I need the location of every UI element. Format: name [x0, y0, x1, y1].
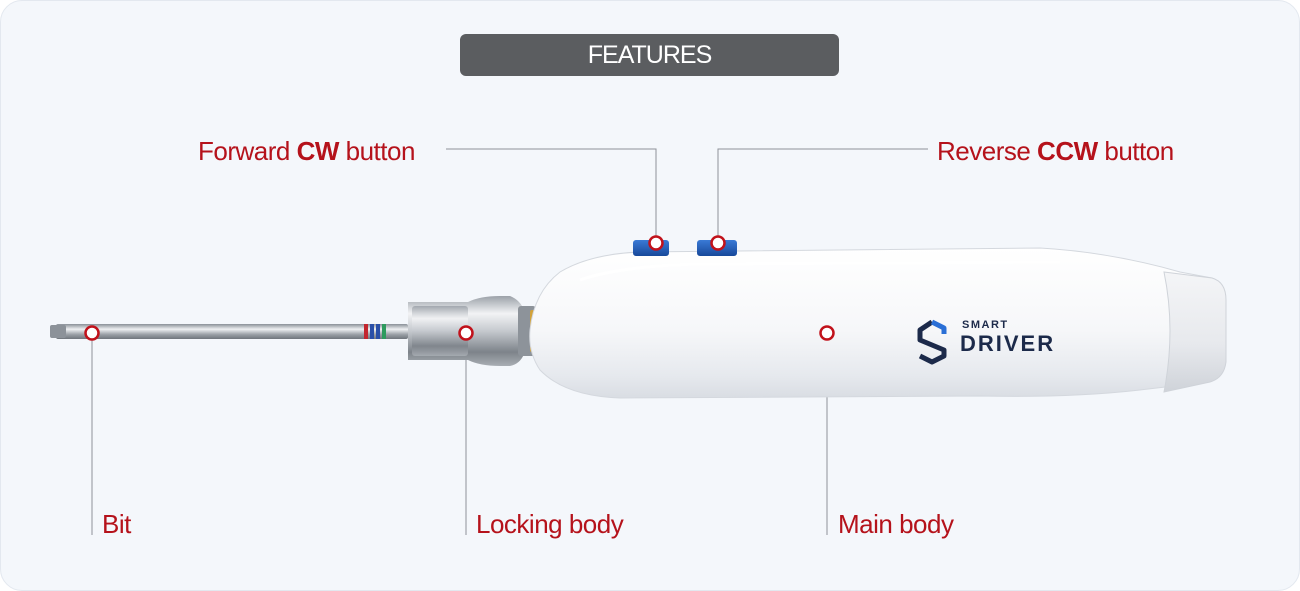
marker-locking-body [458, 325, 474, 341]
bit-tip [50, 325, 66, 338]
logo-s-mark [917, 319, 947, 365]
marker-bit [84, 325, 100, 341]
label-forward-cw-button: Forward CW button [198, 136, 415, 166]
label-locking-body: Locking body [476, 509, 624, 539]
features-title: FEATURES [460, 34, 839, 76]
logo-big-text: DRIVER [960, 331, 1055, 356]
smart-driver-logo: SMART DRIVER [917, 319, 1055, 365]
bit-shaft [56, 324, 408, 339]
leader-line-ccw [717, 148, 928, 242]
label-main-body: Main body [838, 509, 954, 539]
main-body-end-cap [1163, 271, 1227, 393]
label-bit: Bit [102, 509, 131, 539]
marker-ccw-button [710, 235, 726, 251]
leader-line-cw [446, 148, 657, 242]
leader-lines [91, 148, 928, 535]
marker-cw-button [648, 235, 664, 251]
marker-main-body [819, 325, 835, 341]
main-body-shape [529, 247, 1225, 399]
label-reverse-ccw-button: Reverse CCW button [937, 136, 1174, 166]
logo-small-text: SMART [962, 319, 1009, 331]
